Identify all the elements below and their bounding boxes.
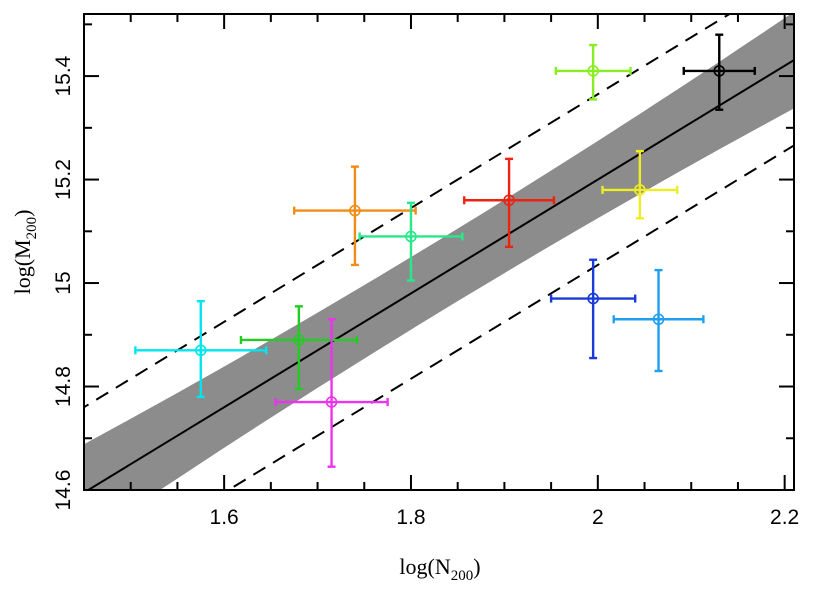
confidence-band-layer [84, 14, 794, 490]
data-point-10 [549, 258, 637, 360]
point-marker [349, 204, 361, 217]
point-marker [634, 184, 646, 196]
point-marker [713, 65, 726, 77]
point-marker [503, 194, 515, 207]
fit-lines-layer [84, 14, 794, 490]
point-marker [405, 230, 417, 243]
lower-scatter-line [226, 144, 794, 490]
x-tick-label: 2 [592, 506, 604, 529]
data-point-1 [134, 299, 268, 399]
y-tick-label: 15.4 [52, 55, 75, 96]
upper-scatter-line [84, 14, 732, 409]
data-point-4 [292, 165, 417, 267]
data-points-layer [134, 33, 756, 468]
data-point-8 [601, 149, 679, 220]
axis-ticks [83, 14, 794, 491]
y-tick-label: 15.2 [52, 159, 75, 200]
confidence-band [84, 14, 794, 490]
point-marker [325, 396, 338, 408]
data-point-5 [358, 201, 464, 282]
y-tick-label: 15 [52, 271, 75, 294]
point-marker [587, 292, 599, 305]
plot-frame [83, 13, 795, 491]
y-tick-labels: 14.6 14.8 15 15.2 15.4 [52, 55, 75, 510]
point-marker [652, 313, 665, 326]
best-fit-line [86, 58, 794, 490]
x-tick-label: 2.2 [770, 506, 799, 529]
x-tick-label: 1.6 [210, 506, 239, 529]
plot-area [84, 14, 794, 490]
y-tick-label: 14.6 [52, 470, 75, 511]
point-marker [587, 65, 599, 77]
x-tick-label: 1.8 [396, 506, 425, 529]
point-marker [293, 334, 305, 346]
data-point-6 [463, 157, 556, 249]
data-point-11 [612, 268, 705, 373]
x-axis-label: log(N200) [399, 554, 480, 584]
data-point-7 [554, 43, 632, 101]
x-tick-labels: 1.6 1.8 2 2.2 [210, 506, 800, 529]
data-point-9 [682, 33, 756, 111]
y-tick-label: 14.8 [52, 366, 75, 407]
y-axis-label: log(M200) [10, 210, 40, 295]
point-marker [194, 344, 207, 357]
data-point-2 [239, 305, 358, 391]
data-point-3 [274, 318, 389, 468]
